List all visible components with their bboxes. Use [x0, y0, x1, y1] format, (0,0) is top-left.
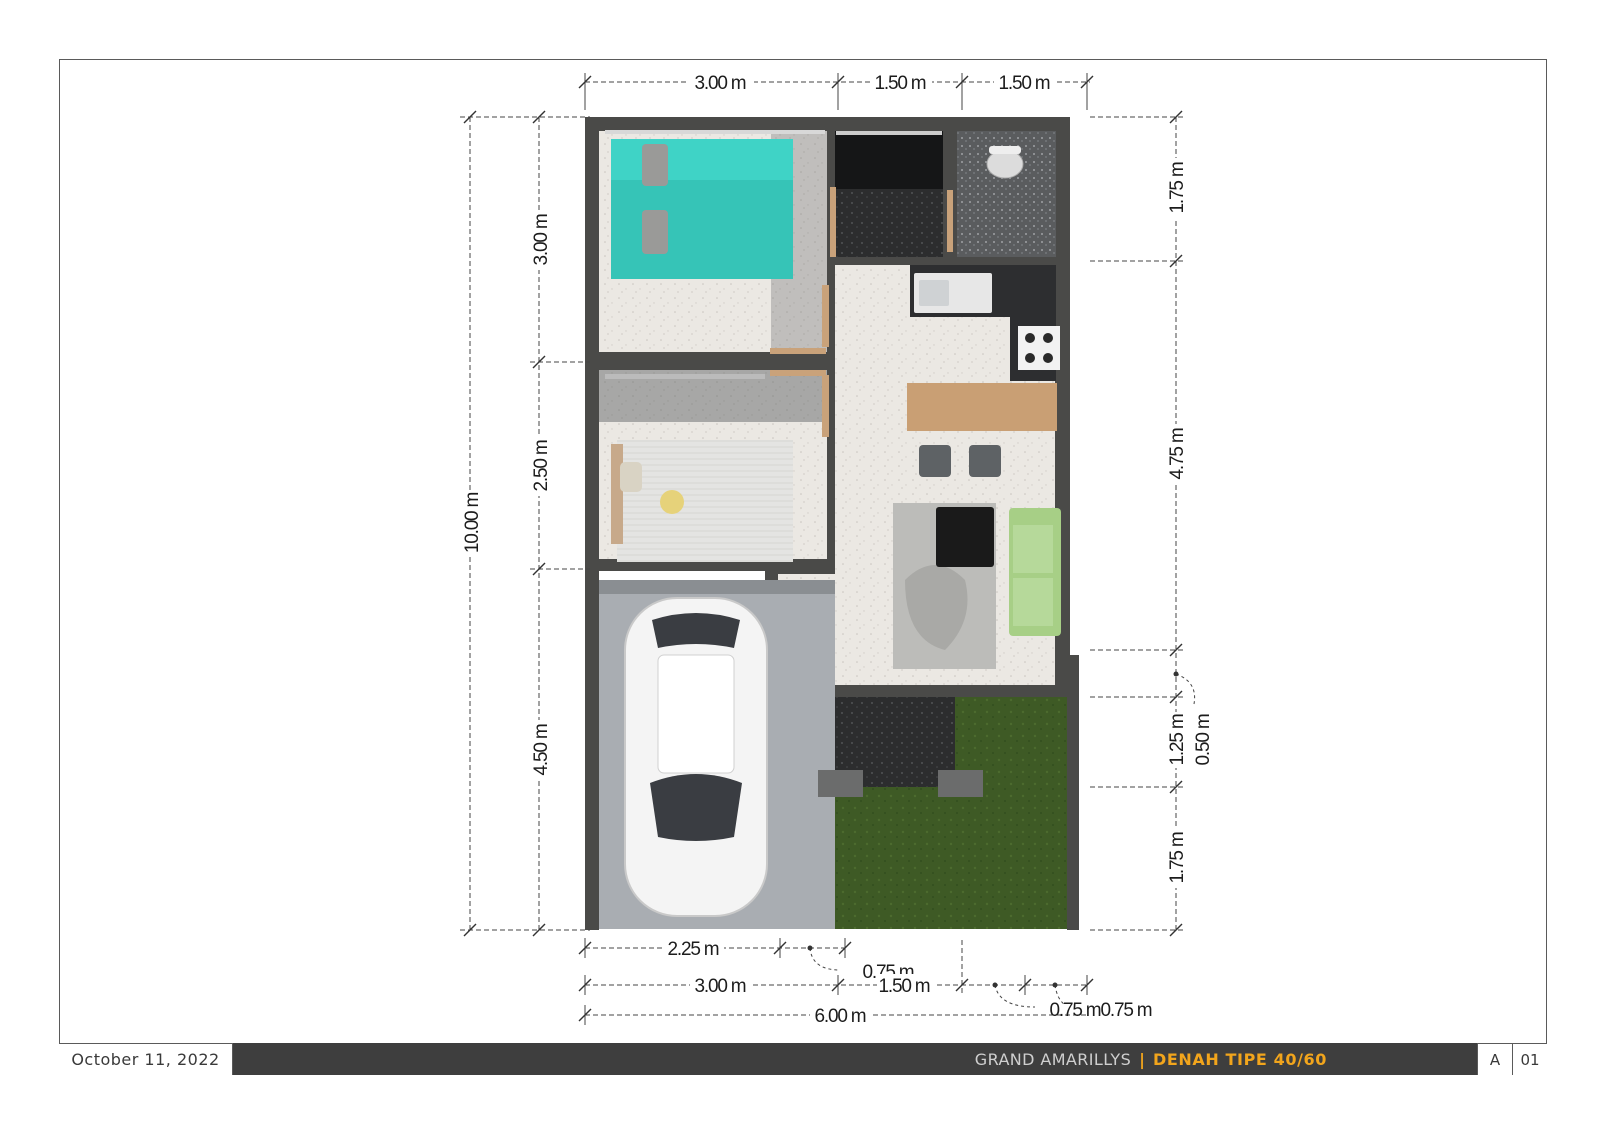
- burner-icon: [1025, 333, 1035, 343]
- window-bedroom-2: [605, 374, 765, 379]
- dim-bottom-3: 3.00 m: [695, 976, 746, 997]
- window-bedroom-1: [605, 130, 825, 134]
- pillow-icon: [642, 210, 668, 254]
- sofa-cushion-icon: [1013, 525, 1053, 573]
- dim-right-2: 4.75 m: [1167, 428, 1188, 479]
- dim-bottom-4: 1.50 m: [879, 976, 930, 997]
- bathroom-1-shower: [835, 131, 943, 189]
- dim-total-width: 6.00 m: [815, 1006, 866, 1027]
- dim-top-1: 3.00 m: [695, 73, 746, 94]
- sheet-code: A: [1477, 1043, 1512, 1075]
- title-separator: |: [1139, 1049, 1145, 1069]
- site: [585, 571, 1079, 930]
- boundary-wall-right: [1067, 655, 1079, 930]
- bar-stool-icon: [969, 445, 1001, 477]
- dim-bottom-5: 0.75 m: [1050, 1000, 1101, 1021]
- sink-basin-icon: [919, 280, 949, 306]
- dim-left-2: 2.50 m: [531, 440, 552, 491]
- dim-left-1: 3.00 m: [531, 214, 552, 265]
- dim-left-3: 4.50 m: [531, 724, 552, 775]
- stove-icon: [1018, 326, 1060, 370]
- window-bath: [836, 131, 942, 135]
- door-bath-2: [947, 190, 953, 252]
- door-bedroom-1-swing: [770, 348, 826, 354]
- toilet-tank-icon: [989, 146, 1021, 154]
- door-bath-1: [830, 187, 836, 257]
- sheet-number: 01: [1512, 1043, 1547, 1075]
- dim-left-total: 10.00 m: [462, 493, 483, 554]
- bed-2-headboard: [611, 444, 623, 544]
- dim-top-3: 1.50 m: [999, 73, 1050, 94]
- door-bedroom-2: [822, 375, 829, 437]
- dim-right-5: 1.75 m: [1167, 832, 1188, 883]
- sofa-cushion-icon: [1013, 578, 1053, 626]
- carport-edge: [599, 580, 835, 594]
- bar-stool-icon: [919, 445, 951, 477]
- rug-pattern: [905, 565, 968, 650]
- dining-bar-counter: [907, 383, 1057, 431]
- date-label: October 11, 2022: [59, 1043, 233, 1075]
- dimension-labels: 3.00 m 1.50 m 1.50 m 10.00 m 3.00 m 2.50…: [461, 70, 1214, 1027]
- dim-right-3: 1.25 m: [1167, 714, 1188, 765]
- door-bedroom-2-swing: [770, 370, 826, 376]
- burner-icon: [1043, 353, 1053, 363]
- pillow-icon: [642, 144, 668, 186]
- drawing-title: DENAH TIPE 40/60: [1152, 1049, 1327, 1069]
- dim-right-4: 0.50 m: [1193, 714, 1214, 765]
- burner-icon: [1043, 333, 1053, 343]
- title-block: October 11, 2022 GRAND AMARILLYS | DENAH…: [59, 1043, 1547, 1075]
- dimension-ticks: [463, 75, 1183, 1022]
- car-windshield-icon: [650, 774, 742, 841]
- ottoman-icon: [936, 507, 994, 567]
- bed-2-icon: [617, 440, 793, 562]
- building: [585, 117, 1070, 697]
- dim-top-2: 1.50 m: [875, 73, 926, 94]
- pillow-icon: [620, 462, 642, 492]
- title-bar-main: GRAND AMARILLYS | DENAH TIPE 40/60: [233, 1043, 1477, 1075]
- project-name: GRAND AMARILLYS: [974, 1049, 1132, 1069]
- boundary-wall-left: [585, 571, 599, 930]
- door-bedroom-1: [822, 285, 829, 347]
- toilet-icon: [986, 149, 1024, 179]
- dim-bottom-1: 2.25 m: [668, 939, 719, 960]
- planter-icon: [938, 770, 983, 797]
- car-rear-window-icon: [652, 613, 740, 648]
- bed-1-blanket: [611, 180, 793, 279]
- planter-icon: [818, 770, 863, 797]
- dim-bottom-6: 0.75 m: [1101, 1000, 1152, 1021]
- dim-right-1: 1.75 m: [1167, 162, 1188, 213]
- cushion-icon: [660, 490, 684, 514]
- burner-icon: [1025, 353, 1035, 363]
- car-roof: [657, 654, 735, 774]
